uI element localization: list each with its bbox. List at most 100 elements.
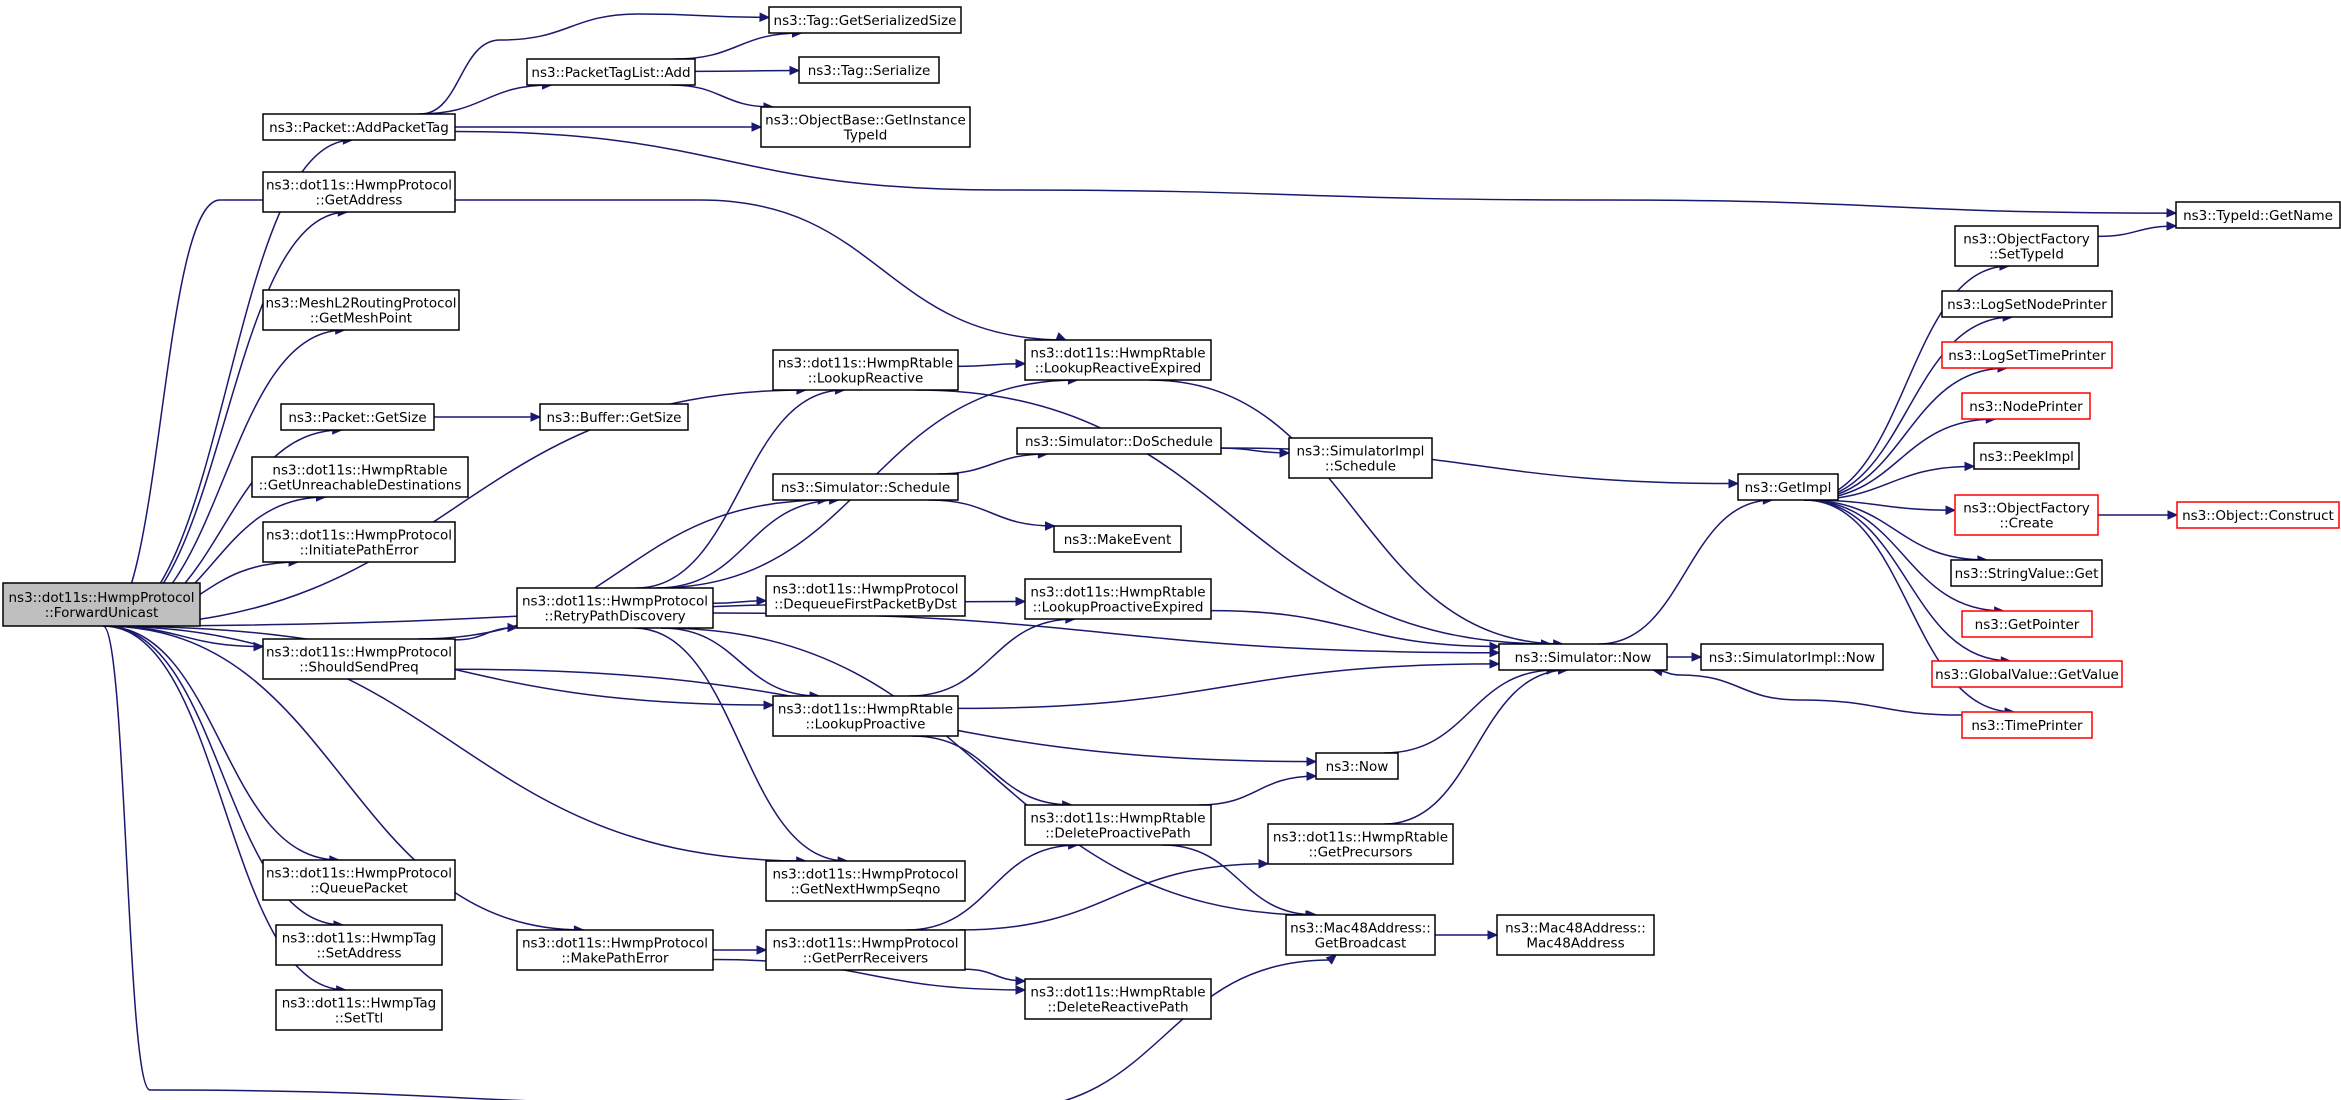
edge-get-impl-to-get-pointer <box>1803 499 2004 612</box>
node-ns3now[interactable]: ns3::Now <box>1315 752 1399 780</box>
node-packet-get-size[interactable]: ns3::Packet::GetSize <box>280 403 435 431</box>
node-root[interactable]: ns3::dot11s::HwmpProtocol::ForwardUnicas… <box>2 582 201 627</box>
node-get-address[interactable]: ns3::dot11s::HwmpProtocol::GetAddress <box>262 171 456 213</box>
node-retry-path-discovery[interactable]: ns3::dot11s::HwmpProtocol::RetryPathDisc… <box>516 587 714 629</box>
node-label-line: ns3::dot11s::HwmpRtable <box>1273 830 1448 846</box>
node-get-precursors[interactable]: ns3::dot11s::HwmpRtable::GetPrecursors <box>1267 823 1454 865</box>
node-make-event[interactable]: ns3::MakeEvent <box>1053 525 1182 553</box>
node-initiate-path-error[interactable]: ns3::dot11s::HwmpProtocol::InitiatePathE… <box>262 521 456 563</box>
node-type-id-get-name[interactable]: ns3::TypeId::GetName <box>2175 201 2341 229</box>
node-label-line: ::GetAddress <box>316 193 403 209</box>
node-label-line: ::InitiatePathError <box>300 543 419 559</box>
arrowhead <box>1015 976 1027 986</box>
node-buffer-get-size[interactable]: ns3::Buffer::GetSize <box>539 403 689 431</box>
arrowhead <box>2166 221 2178 231</box>
node-get-mesh-point[interactable]: ns3::MeshL2RoutingProtocol::GetMeshPoint <box>262 289 460 331</box>
edge-root-to-make-path-error <box>102 625 584 931</box>
node-label-line: ns3::dot11s::HwmpProtocol <box>266 528 452 544</box>
node-sim-impl-schedule[interactable]: ns3::SimulatorImpl::Schedule <box>1288 437 1433 479</box>
node-label-line: ns3::GetPointer <box>1975 617 2080 633</box>
node-box <box>1498 643 1668 671</box>
node-label-line: ::ForwardUnicast <box>45 605 159 621</box>
edge-lookup-reactive-expired-to-sim-now <box>1149 379 1563 645</box>
node-should-send-preq[interactable]: ns3::dot11s::HwmpProtocol::ShouldSendPre… <box>262 638 456 680</box>
node-make-path-error[interactable]: ns3::dot11s::HwmpProtocol::MakePathError <box>516 929 714 971</box>
node-get-broadcast[interactable]: ns3::Mac48Address::GetBroadcast <box>1285 914 1436 956</box>
node-label-line: ns3::GlobalValue::GetValue <box>1935 667 2119 683</box>
node-label-line: ::RetryPathDiscovery <box>544 609 685 625</box>
node-box <box>1288 437 1433 479</box>
node-log-set-time-printer[interactable]: ns3::LogSetTimePrinter <box>1941 341 2113 369</box>
node-label-line: ns3::TimePrinter <box>1971 718 2083 734</box>
node-delete-reactive-path[interactable]: ns3::dot11s::HwmpRtable::DeleteReactiveP… <box>1024 978 1212 1020</box>
node-delete-proactive-path[interactable]: ns3::dot11s::HwmpRtable::DeleteProactive… <box>1024 804 1212 846</box>
arrowhead <box>1489 647 1501 658</box>
edge-sim-schedule-to-make-event <box>928 499 1055 527</box>
node-box <box>1973 442 2080 470</box>
arrowhead <box>1487 930 1499 940</box>
node-tag-set-address[interactable]: ns3::dot11s::HwmpTag::SetAddress <box>275 924 443 966</box>
node-get-unreachable[interactable]: ns3::dot11s::HwmpRtable::GetUnreachableD… <box>251 456 469 498</box>
node-get-impl[interactable]: ns3::GetImpl <box>1737 473 1839 501</box>
edge-lookup-reactive-to-sim-now <box>915 389 1551 645</box>
arrowhead <box>1964 461 1976 472</box>
node-set-type-id[interactable]: ns3::ObjectFactory::SetTypeId <box>1954 225 2099 267</box>
nodes-layer: ns3::dot11s::HwmpProtocol::ForwardUnicas… <box>2 6 2341 1031</box>
node-get-perr-receivers[interactable]: ns3::dot11s::HwmpProtocol::GetPerrReceiv… <box>765 929 966 971</box>
node-box <box>1950 559 2103 587</box>
node-label-line: ::QueuePacket <box>310 881 408 897</box>
node-get-next-hwmp-seqno[interactable]: ns3::dot11s::HwmpProtocol::GetNextHwmpSe… <box>765 860 966 902</box>
arrowhead <box>507 622 519 633</box>
edge-sim-now-to-get-impl <box>1598 499 1773 645</box>
node-tag-list-add[interactable]: ns3::PacketTagList::Add <box>526 58 696 86</box>
node-peek-impl[interactable]: ns3::PeekImpl <box>1973 442 2080 470</box>
node-label-line: ns3::dot11s::HwmpProtocol <box>266 645 452 661</box>
node-box <box>262 521 456 563</box>
node-add-packet-tag[interactable]: ns3::Packet::AddPacketTag <box>262 113 456 141</box>
node-label-line: ns3::dot11s::HwmpProtocol <box>772 867 958 883</box>
node-global-value-get-value[interactable]: ns3::GlobalValue::GetValue <box>1931 660 2123 688</box>
node-box <box>1941 290 2113 318</box>
node-tag-get-serialized-size[interactable]: ns3::Tag::GetSerializedSize <box>768 6 962 34</box>
node-tag-serialize[interactable]: ns3::Tag::Serialize <box>798 56 940 84</box>
node-box <box>1961 610 2093 638</box>
node-label-line: ns3::dot11s::HwmpTag <box>282 996 436 1012</box>
node-tag-set-ttl[interactable]: ns3::dot11s::HwmpTag::SetTtl <box>275 989 443 1031</box>
node-factory-create[interactable]: ns3::ObjectFactory::Create <box>1954 494 2099 536</box>
node-label-line: ::GetMeshPoint <box>310 311 412 327</box>
node-lookup-reactive-expired[interactable]: ns3::dot11s::HwmpRtable::LookupReactiveE… <box>1024 339 1212 381</box>
node-log-set-node-printer[interactable]: ns3::LogSetNodePrinter <box>1941 290 2113 318</box>
node-mac48address[interactable]: ns3::Mac48Address::Mac48Address <box>1496 914 1655 956</box>
node-label-line: ns3::dot11s::HwmpProtocol <box>8 590 194 606</box>
edge-get-impl-to-string-value-get <box>1803 499 1987 561</box>
node-sim-impl-now[interactable]: ns3::SimulatorImpl::Now <box>1700 643 1884 671</box>
arrowhead <box>1279 448 1291 458</box>
node-queue-packet[interactable]: ns3::dot11s::HwmpProtocol::QueuePacket <box>262 859 456 901</box>
node-time-printer[interactable]: ns3::TimePrinter <box>1961 711 2093 739</box>
node-box <box>2176 501 2340 529</box>
node-node-printer[interactable]: ns3::NodePrinter <box>1961 392 2091 420</box>
node-label-line: ns3::dot11s::HwmpRtable <box>1030 346 1205 362</box>
edge-add-packet-tag-to-tag-list-add <box>418 84 552 115</box>
node-sim-now[interactable]: ns3::Simulator::Now <box>1498 643 1668 671</box>
edge-sim-schedule-to-do-schedule <box>937 453 1048 475</box>
node-box <box>1024 339 1212 381</box>
node-label-line: ns3::dot11s::HwmpProtocol <box>522 936 708 952</box>
node-lookup-proactive[interactable]: ns3::dot11s::HwmpRtable::LookupProactive <box>772 695 959 737</box>
node-lookup-proactive-expired[interactable]: ns3::dot11s::HwmpRtable::LookupProactive… <box>1024 578 1212 620</box>
node-box <box>526 58 696 86</box>
node-do-schedule[interactable]: ns3::Simulator::DoSchedule <box>1016 427 1222 455</box>
node-string-value-get[interactable]: ns3::StringValue::Get <box>1950 559 2103 587</box>
arrowhead <box>1325 954 1338 965</box>
node-box <box>1024 578 1212 620</box>
node-box <box>280 403 435 431</box>
node-label-line: ns3::MakeEvent <box>1064 532 1172 548</box>
edge-retry-path-discovery-to-get-next-hwmp-seqno <box>633 627 848 862</box>
node-dequeue-first[interactable]: ns3::dot11s::HwmpProtocol::DequeueFirstP… <box>765 575 966 617</box>
node-sim-schedule[interactable]: ns3::Simulator::Schedule <box>772 473 959 501</box>
node-object-construct[interactable]: ns3::Object::Construct <box>2176 501 2340 529</box>
node-box <box>1024 804 1212 846</box>
node-get-pointer[interactable]: ns3::GetPointer <box>1961 610 2093 638</box>
node-lookup-reactive[interactable]: ns3::dot11s::HwmpRtable::LookupReactive <box>772 349 959 391</box>
